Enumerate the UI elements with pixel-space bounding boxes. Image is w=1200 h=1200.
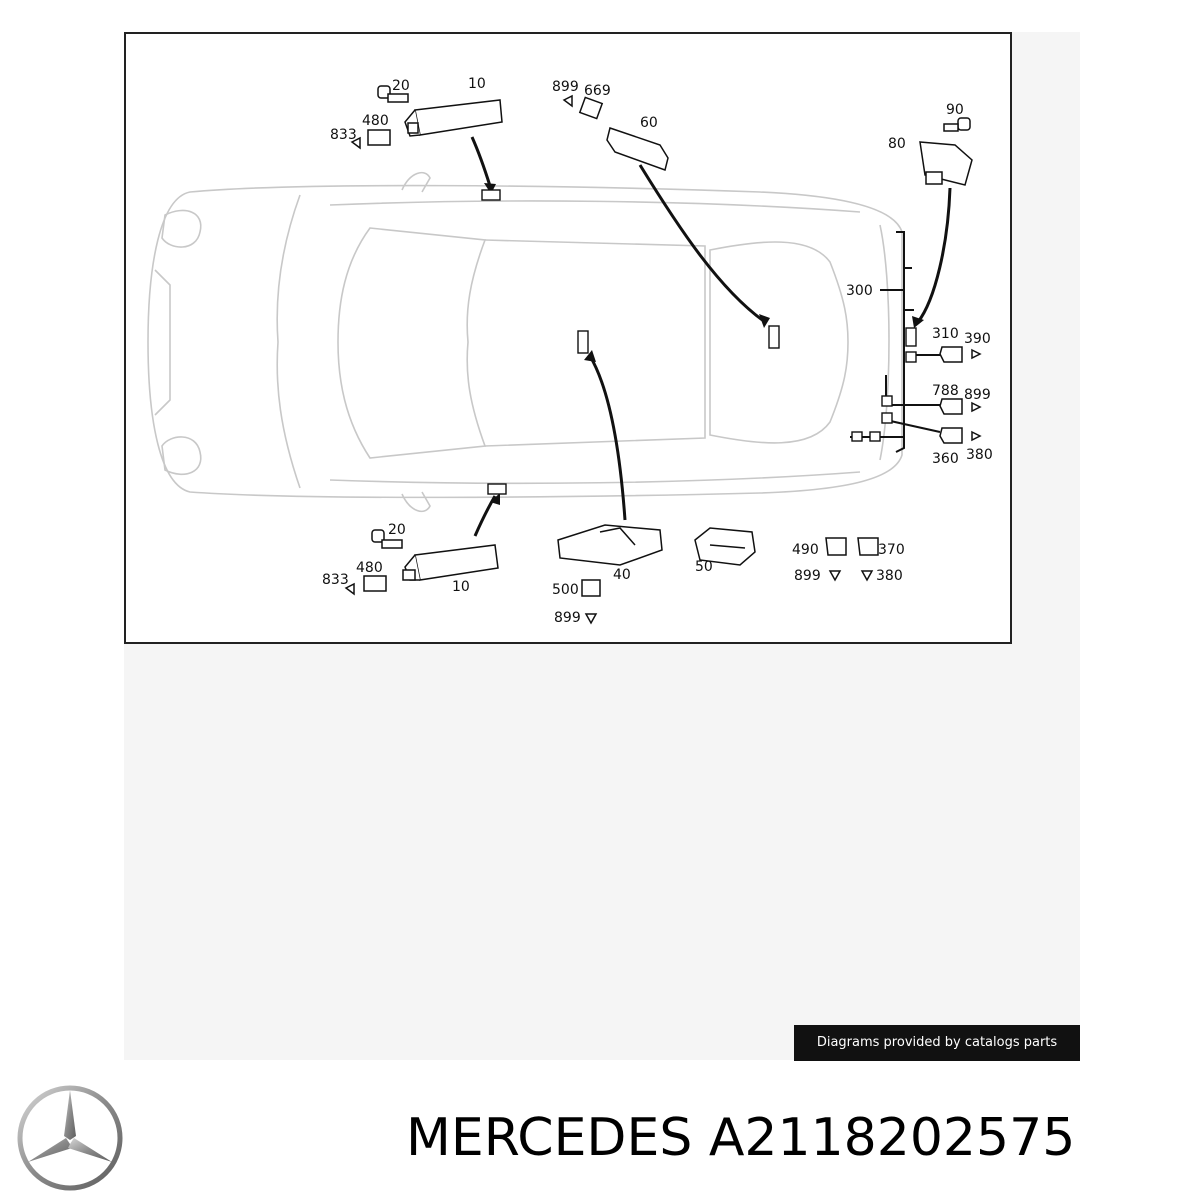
callout-370: 370 [878,542,905,558]
callout-10-bottom: 10 [452,579,470,595]
callout-20-bottom: 20 [388,522,406,538]
plug-788 [939,398,982,415]
antenna-module-60 [562,94,669,171]
callout-20-top: 20 [392,78,410,94]
callout-90: 90 [946,102,964,118]
callout-labels: 20 10 480 833 899 669 60 90 80 300 310 3… [322,76,993,626]
sensor-markers [481,189,780,495]
callout-390: 390 [964,331,991,347]
car-outline [147,171,903,513]
credit-banner: Diagrams provided by catalogs parts [794,1025,1080,1061]
callout-669: 669 [584,83,611,99]
callout-833-bottom: 833 [322,572,349,588]
bolt-top [377,85,409,103]
plug-310 [939,346,982,363]
callout-380-bottom: 380 [876,568,903,584]
callout-40: 40 [613,567,631,583]
plug-top [350,129,391,150]
callout-899-500: 899 [554,610,581,626]
plug-490 [825,537,847,582]
callout-899-right: 899 [964,387,991,403]
callout-80: 80 [888,136,906,152]
callout-833-top: 833 [330,127,357,143]
arrow-heads [484,183,924,505]
wiring-harness [850,231,941,453]
door-sensor-top [404,99,503,137]
mercedes-star-icon [17,1085,123,1191]
callout-360: 360 [932,451,959,467]
callout-899-top: 899 [552,79,579,95]
callout-10-top: 10 [468,76,486,92]
plug-370 [857,537,879,582]
part-title: MERCEDES A2118202575 [406,1108,1076,1168]
bolt-bottom [371,529,403,549]
module-50 [694,527,756,566]
callout-490: 490 [792,542,819,558]
control-module-40 [557,524,663,625]
callout-50: 50 [695,559,713,575]
callout-899-bottom: 899 [794,568,821,584]
plug-360 [939,427,982,444]
callout-380-right: 380 [966,447,993,463]
door-sensor-bottom [402,544,499,581]
callout-480-bottom: 480 [356,560,383,576]
pointer-arrows [470,136,952,537]
bracket-80 [919,117,973,186]
callout-310: 310 [932,326,959,342]
harness-connectors [851,327,917,442]
callout-788: 788 [932,383,959,399]
callout-300: 300 [846,283,873,299]
callout-60: 60 [640,115,658,131]
plug-bottom [344,575,387,596]
callout-480-top: 480 [362,113,389,129]
callout-500: 500 [552,582,579,598]
